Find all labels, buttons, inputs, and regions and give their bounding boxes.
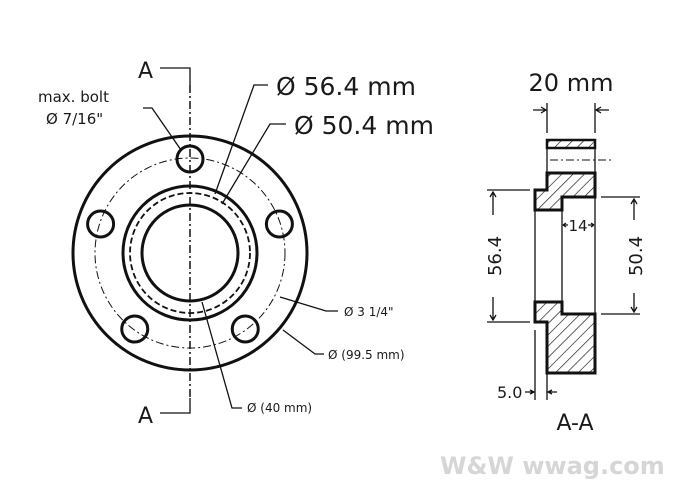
section-marker-bottom: A (138, 404, 153, 429)
lower-section (533, 300, 597, 375)
dim-arrows (489, 190, 497, 322)
inner-ring-leader (221, 123, 286, 205)
bolt-label-line2: Ø 7/16" (46, 110, 103, 128)
dim-arrows (630, 197, 638, 314)
step-arrows (525, 389, 557, 395)
bolt-leader (143, 107, 182, 151)
right-height-dim-label: 50.4 (626, 236, 647, 276)
top-section-strip (545, 138, 597, 150)
bolt-hole (120, 314, 150, 344)
outer-ring-dia-label: Ø 56.4 mm (276, 72, 416, 101)
depth-dim-label: 14 (568, 217, 587, 235)
outer-dia-leader (282, 329, 324, 355)
left-height-dim-label: 56.4 (485, 236, 506, 276)
bore-dia-label: Ø (40 mm) (247, 401, 312, 415)
section-line-top (160, 67, 191, 85)
dim-arrow (594, 106, 609, 114)
section-marker-top: A (138, 59, 153, 84)
width-dim-label: 20 mm (529, 69, 614, 97)
section-line-bottom (160, 398, 191, 414)
outer-ring-leader (214, 84, 268, 195)
upper-section (533, 171, 597, 212)
inner-ring-dia-label: Ø 50.4 mm (294, 111, 434, 140)
front-view: A A max. bolt Ø 7/16" Ø 56.4 mm Ø 50.4 m… (38, 59, 434, 429)
section-view: 20 mm 56.4 50.4 14 5.0 A-A (485, 69, 647, 436)
dim-arrow (533, 106, 548, 114)
section-title: A-A (556, 411, 593, 436)
bolt-hole (264, 209, 294, 239)
bolt-circle-dia-label: Ø 3 1/4" (344, 305, 394, 319)
bolt-circle-leader (279, 296, 338, 312)
bolt-label-line1: max. bolt (38, 88, 109, 106)
step-dim-label: 5.0 (497, 383, 522, 402)
bore-leader (201, 301, 242, 409)
outer-dia-label: Ø (99.5 mm) (328, 348, 405, 362)
bolt-hole (86, 209, 116, 239)
watermark: W&W wwag.com (440, 452, 665, 480)
bolt-hole (230, 314, 260, 344)
depth-arrows (562, 222, 595, 228)
